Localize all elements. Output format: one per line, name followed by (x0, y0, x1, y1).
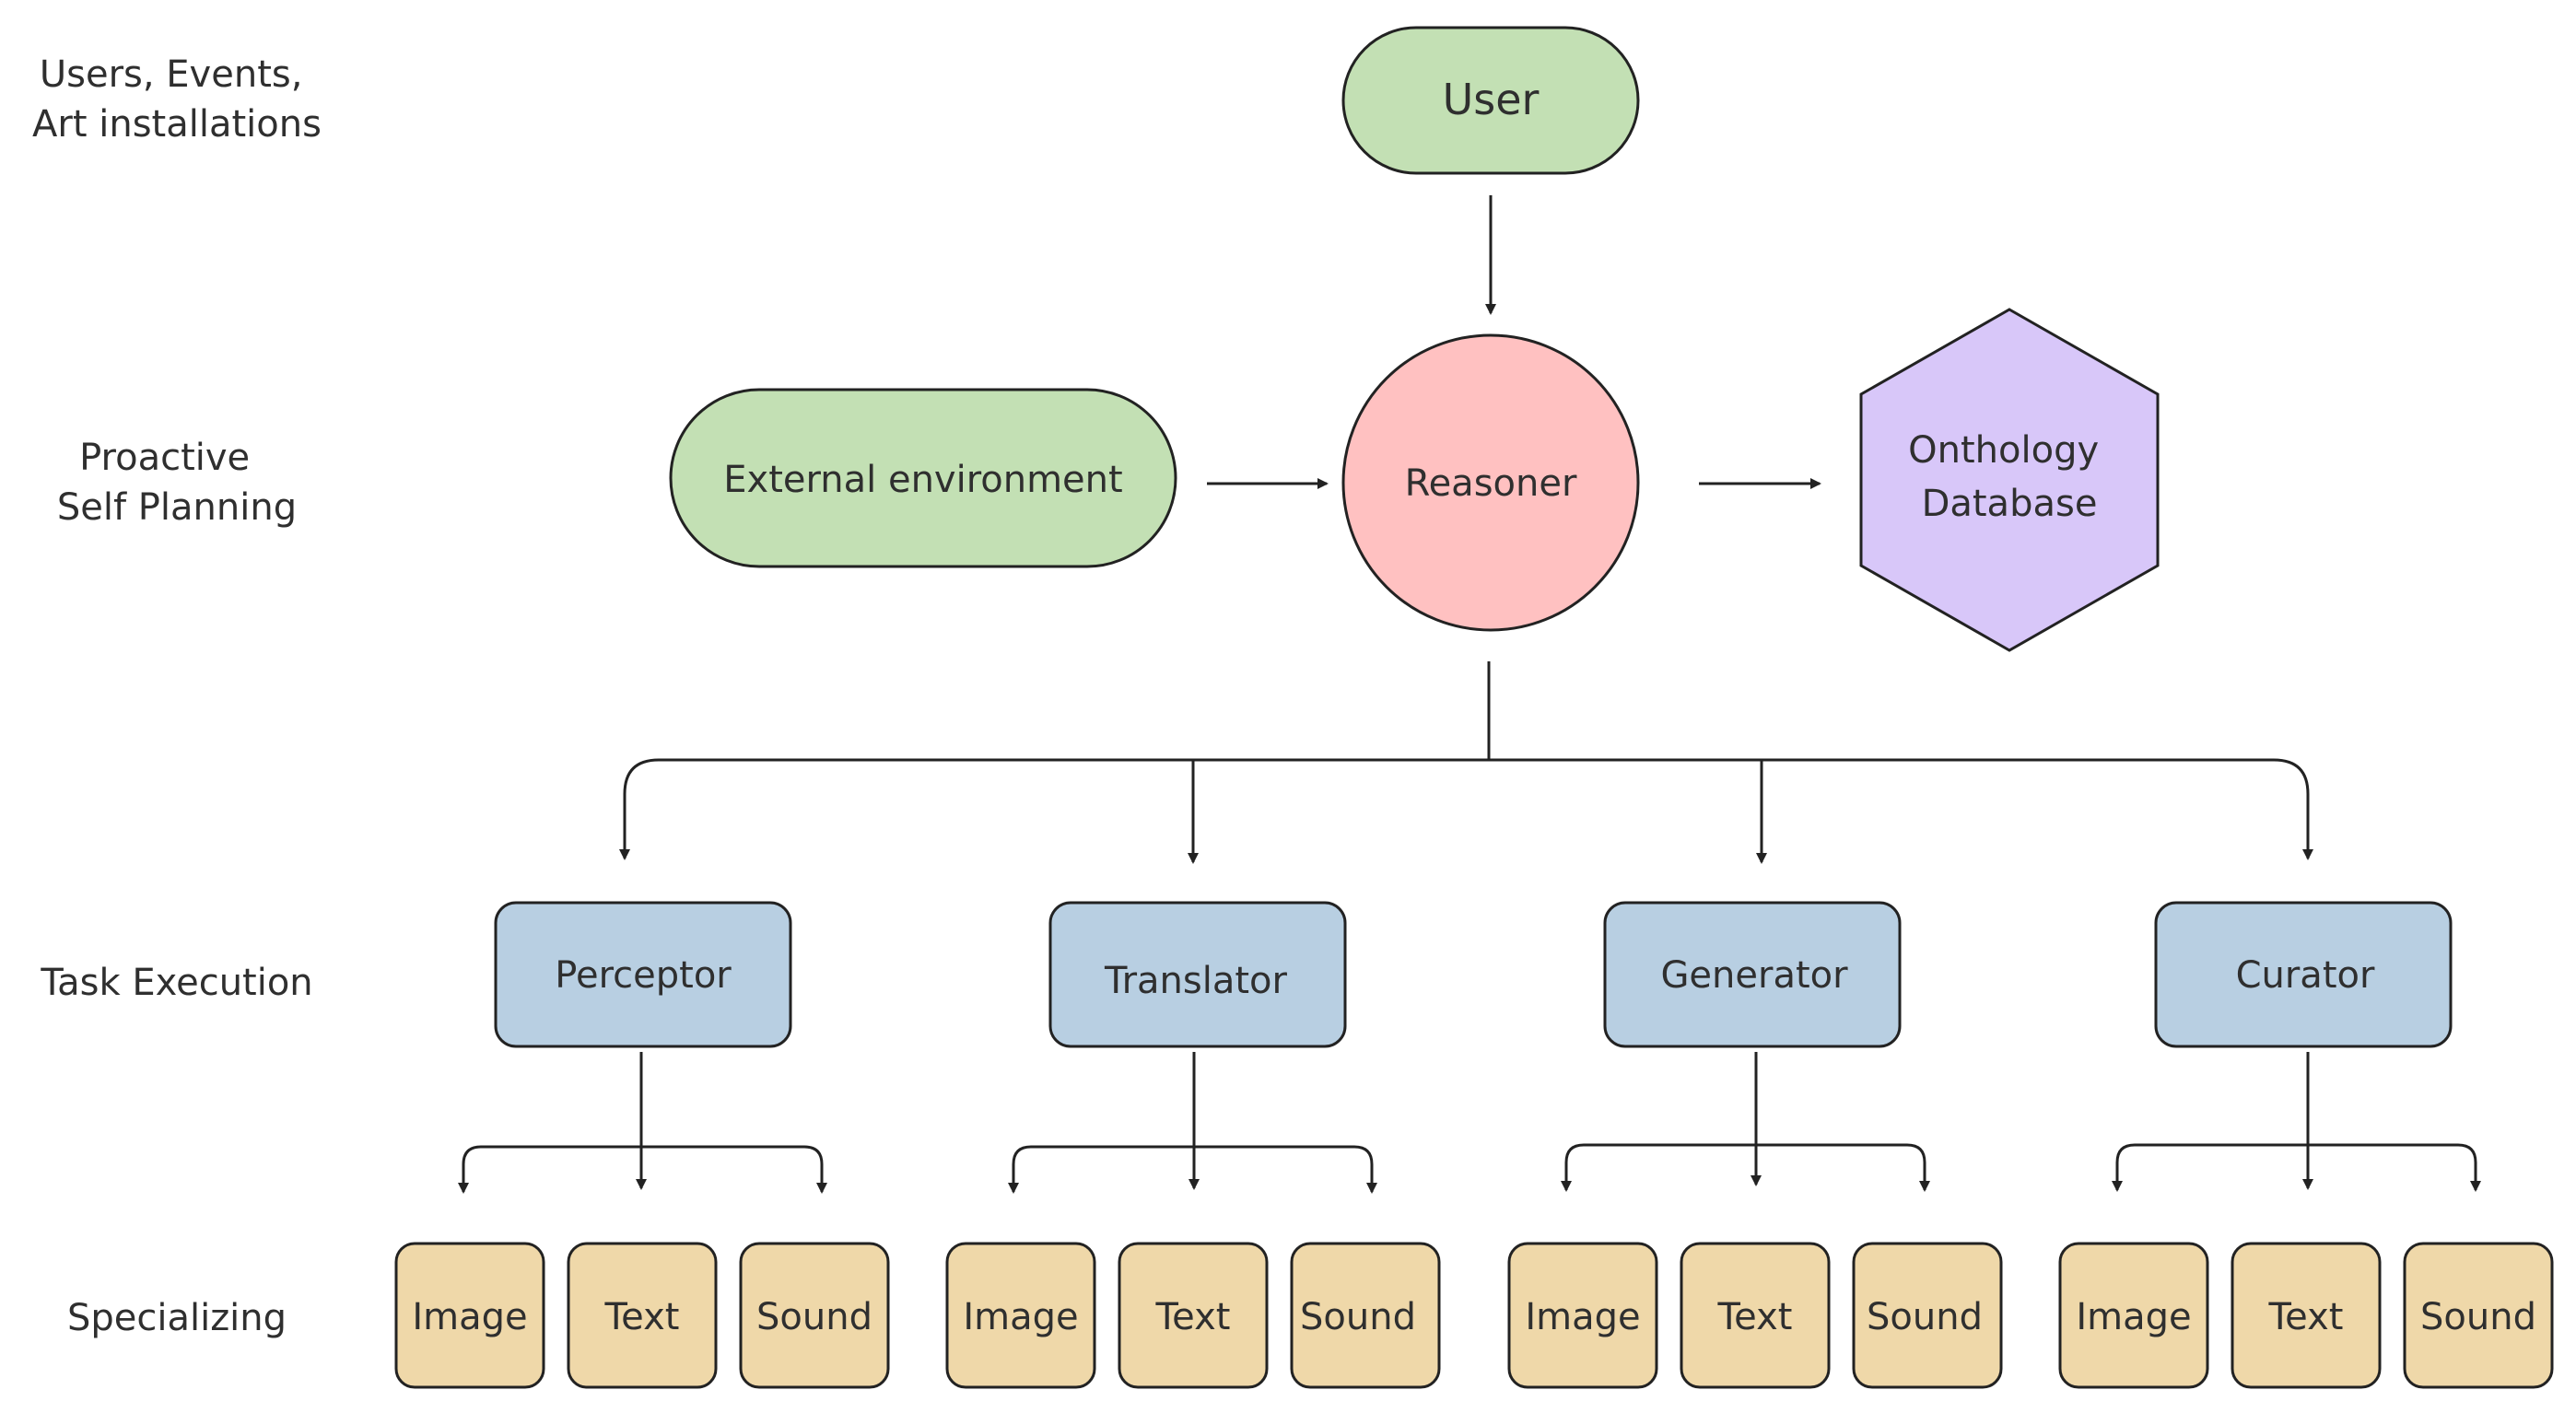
spec-box (1290, 1242, 1441, 1389)
spec-box (1852, 1242, 2003, 1389)
agent-label: Perceptor (555, 954, 732, 997)
database-hexagon (1859, 308, 2160, 652)
user-node-label: User (1443, 75, 1540, 124)
perceptor-branch (462, 1145, 824, 1190)
agent-box (1603, 901, 1902, 1048)
specializations-translator: Image Text Sound (945, 1242, 1441, 1389)
spec-label: Sound (2420, 1296, 2536, 1338)
spec-box (2058, 1242, 2209, 1389)
agent-box (494, 901, 792, 1048)
spec-label: Text (1155, 1296, 1231, 1338)
agent-label: Generator (1660, 954, 1848, 997)
spec-label: Sound (1867, 1296, 1983, 1338)
generator-branch (1564, 1143, 1926, 1188)
curator-branch (2115, 1143, 2477, 1188)
agent-box (2154, 901, 2453, 1048)
reasoner-node: Reasoner (1341, 333, 1640, 632)
spec-label: Image (963, 1296, 1078, 1338)
bus-to-curator (1489, 758, 2313, 860)
row-label-specializing: Specializing (67, 1297, 287, 1339)
spec-box (1680, 1242, 1831, 1389)
specializations-perceptor: Image Text Sound (394, 1242, 890, 1389)
spec-box (739, 1242, 890, 1389)
specializations-generator: Image Text Sound (1507, 1242, 2003, 1389)
row-label-users: Users, Events, Art installations (32, 53, 322, 146)
spec-label: Text (1717, 1296, 1793, 1338)
spec-box (2403, 1242, 2554, 1389)
translator-branch (1012, 1145, 1374, 1190)
agent-box (1048, 901, 1347, 1048)
spec-label: Sound (756, 1296, 872, 1338)
row-label-users-line-1: Users, Events, (40, 53, 303, 96)
spec-box (567, 1242, 718, 1389)
spec-label: Text (2268, 1296, 2344, 1338)
spec-box (2231, 1242, 2382, 1389)
connectors (458, 195, 2481, 1194)
specializations-curator: Image Text Sound (2058, 1242, 2554, 1389)
user-node: User (1341, 26, 1640, 175)
agent-node-perceptor: Perceptor (494, 901, 792, 1048)
database-label-line-1: Onthology (1908, 429, 2099, 472)
spec-box (394, 1242, 545, 1389)
row-label-planning-line-2: Self Planning (57, 486, 297, 529)
agent-node-translator: Translator (1048, 901, 1347, 1048)
external-environment-shape (669, 388, 1177, 568)
agent-label: Translator (1104, 960, 1287, 1002)
external-environment-label: External environment (723, 459, 1122, 501)
row-label-users-line-2: Art installations (32, 103, 322, 146)
agent-node-generator: Generator (1603, 901, 1902, 1048)
row-label-planning: Proactive Self Planning (57, 437, 297, 529)
database-label-line-2: Database (1922, 483, 2098, 525)
spec-label: Text (604, 1296, 680, 1338)
spec-label: Image (1525, 1296, 1640, 1338)
reasoner-label: Reasoner (1405, 462, 1577, 505)
spec-label: Image (2076, 1296, 2191, 1338)
user-node-shape (1341, 26, 1640, 175)
row-label-execution: Task Execution (40, 962, 312, 1004)
spec-label: Image (412, 1296, 527, 1338)
agent-node-curator: Curator (2154, 901, 2453, 1048)
reasoner-shape (1341, 333, 1640, 632)
ontology-database-node: Onthology Database (1859, 308, 2160, 652)
bus-to-perceptor (619, 758, 1489, 860)
spec-label: Sound (1300, 1296, 1416, 1338)
row-label-planning-line-1: Proactive (79, 437, 250, 479)
spec-box (945, 1242, 1096, 1389)
external-environment-node: External environment (669, 388, 1177, 568)
spec-box (1118, 1242, 1269, 1389)
spec-box (1507, 1242, 1658, 1389)
database-label: Onthology Database (1908, 429, 2111, 525)
agent-label: Curator (2236, 954, 2375, 997)
